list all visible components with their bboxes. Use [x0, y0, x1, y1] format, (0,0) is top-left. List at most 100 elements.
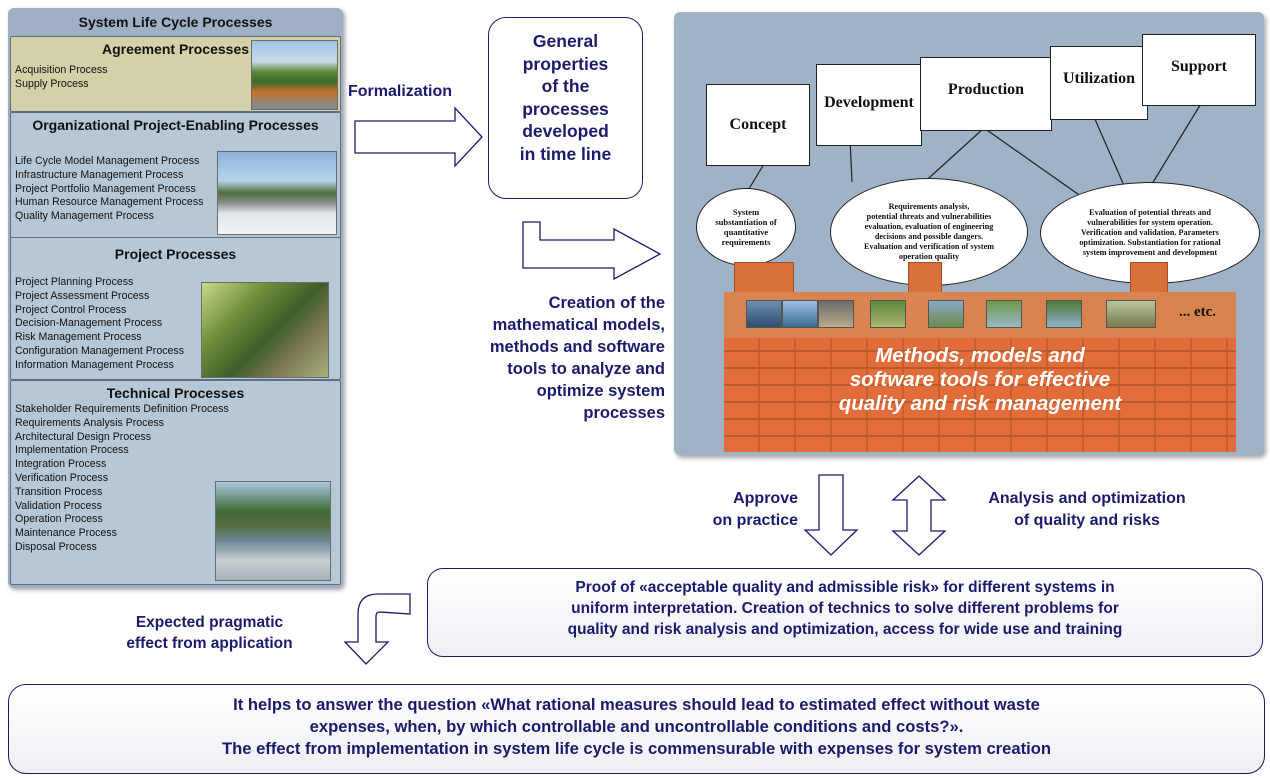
approve-line: Approve [733, 490, 798, 507]
proof-line: Proof of «acceptable quality and admissi… [575, 579, 1115, 596]
list-item: Verification Process [15, 471, 109, 484]
approve-down-arrow [803, 474, 859, 556]
answer-line: expenses, when, by which controllable an… [309, 717, 964, 736]
lake-photo [215, 481, 331, 581]
wall-line: software tools for effective [849, 368, 1111, 391]
list-item: Acquisition Process [15, 64, 108, 76]
expected-label: Expected pragmatic effect from applicati… [82, 612, 337, 654]
process-list: Acquisition Process Supply Process [15, 64, 107, 92]
list-item: Architectural Design Process [15, 430, 152, 443]
list-item: Quality Management Process [15, 210, 154, 223]
thumbnail-image [928, 300, 964, 328]
project-processes-section: Project Processes Project Planning Proce… [10, 237, 341, 380]
list-item: Project Control Process [15, 303, 127, 316]
proof-line: quality and risk analysis and optimizati… [567, 621, 1123, 638]
landscape-photo [251, 40, 338, 110]
thumbnail-image [1046, 300, 1082, 328]
chimney [734, 262, 794, 296]
general-line: properties [522, 53, 609, 74]
ellipse-line: substantiation of [715, 217, 777, 227]
creation-line: tools to analyze and [507, 360, 665, 378]
forest-photo [201, 282, 329, 378]
ellipse-line: Evaluation and verification of system [863, 242, 995, 251]
creation-line: optimize system [536, 382, 665, 400]
chimney [1130, 262, 1168, 296]
stage-production: Production [920, 57, 1052, 131]
list-item: Project Assessment Process [15, 289, 150, 302]
ellipse-line: System [732, 207, 760, 217]
ellipse-line: Requirements analysis, [888, 202, 970, 211]
approve-label: Approve on practice [668, 488, 798, 532]
list-item: Stakeholder Requirements Definition Proc… [15, 403, 229, 415]
methods-title: Methods, models and software tools for e… [734, 344, 1226, 416]
section-title: Organizational Project-Enabling Processe… [32, 117, 319, 133]
stage-support: Support [1142, 34, 1256, 106]
creation-line: Creation of the [548, 294, 665, 312]
list-item: Information Management Process [15, 358, 174, 371]
list-item: Project Planning Process [15, 276, 134, 288]
proof-line: uniform interpretation. Creation of tech… [571, 600, 1119, 617]
ellipse-line: potential threats and vulnerabilities [866, 212, 992, 221]
general-line: General [532, 31, 599, 51]
list-item: Validation Process [15, 499, 102, 512]
ellipse-line: Evaluation of potential threats and [1089, 208, 1211, 217]
approve-line: on practice [712, 512, 798, 529]
life-cycle-processes-panel: System Life Cycle Processes Agreement Pr… [8, 8, 343, 588]
list-item: Transition Process [15, 485, 103, 498]
list-item: Decision-Management Process [15, 317, 163, 330]
list-item: Project Portfolio Management Process [15, 182, 196, 195]
answer-line: It helps to answer the question «What ra… [233, 695, 1040, 714]
ellipse-line: optimization. Substantiation for rationa… [1079, 238, 1221, 247]
list-item: Risk Management Process [15, 331, 142, 344]
process-list: Project Planning Process Project Assessm… [15, 276, 184, 373]
list-item: Operation Process [15, 513, 103, 526]
list-item: Life Cycle Model Management Process [15, 155, 200, 167]
wall-line: Methods, models and [875, 344, 1085, 367]
analysis-line: Analysis and optimization [988, 490, 1186, 507]
expected-line: effect from application [126, 635, 293, 652]
ellipse-line: evaluation, evaluation of engineering [864, 222, 994, 231]
formalization-label: Formalization [348, 83, 453, 100]
list-item: Infrastructure Management Process [15, 168, 184, 181]
list-item: Integration Process [15, 458, 107, 471]
list-item: Disposal Process [15, 540, 97, 553]
ellipse-line: Verification and validation. Parameters [1081, 228, 1219, 237]
panel-title: System Life Cycle Processes [78, 14, 273, 30]
stage-development: Development [816, 64, 922, 146]
creation-label: Creation of the mathematical models, met… [395, 292, 665, 424]
analysis-line: of quality and risks [1014, 512, 1160, 529]
section-title: Project Processes [114, 246, 237, 262]
ellipse-line: quantitative [723, 227, 769, 237]
list-item: Configuration Management Process [15, 344, 185, 357]
process-list: Stakeholder Requirements Definition Proc… [15, 403, 229, 555]
process-list: Life Cycle Model Management Process Infr… [15, 155, 203, 224]
general-line: processes [522, 98, 609, 119]
ellipse-line: requirements [721, 237, 771, 247]
ellipse-line: vulnerabilities for system operation. [1087, 218, 1213, 227]
wall-line: quality and risk management [838, 392, 1122, 415]
general-line: developed [522, 121, 609, 141]
answer-line: The effect from implementation in system… [221, 739, 1052, 758]
technical-processes-section: Technical Processes Stakeholder Requirem… [10, 380, 341, 585]
general-line: of the [541, 76, 590, 96]
thumbnail-image [746, 300, 782, 328]
list-item: Supply Process [15, 77, 89, 90]
chimney [908, 262, 942, 296]
ellipse-line: decisions and possible dangers. [874, 232, 984, 241]
ellipse-line: operation quality [898, 252, 960, 261]
thumbnail-image [1106, 300, 1156, 328]
creation-line: mathematical models, [492, 316, 665, 334]
general-line: in time line [519, 143, 612, 164]
creation-line: processes [583, 404, 665, 422]
ellipse-line: system improvement and development [1082, 248, 1218, 257]
etc-label: ... etc. [1179, 304, 1217, 320]
thumbnail-image [986, 300, 1022, 328]
analysis-double-arrow [891, 475, 947, 556]
list-item: Implementation Process [15, 444, 129, 457]
list-item: Human Resource Management Process [15, 196, 204, 209]
bent-arrow [522, 221, 662, 281]
creation-line: methods and software [489, 338, 665, 356]
proof-box: Proof of «acceptable quality and admissi… [427, 568, 1263, 657]
thumbnail-image [782, 300, 818, 328]
thumbnail-image [870, 300, 906, 328]
